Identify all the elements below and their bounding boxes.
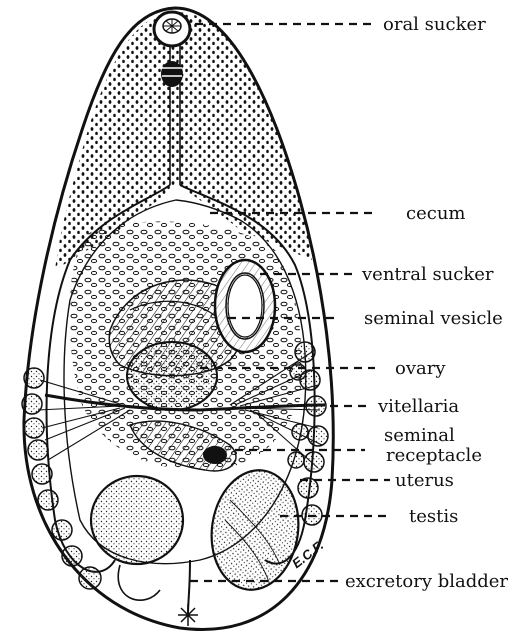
- label-testis: testis: [409, 506, 458, 527]
- label-vitellaria: vitellaria: [377, 396, 459, 417]
- label-uterus: uterus: [395, 470, 454, 491]
- label-cecum: cecum: [406, 203, 465, 224]
- pharynx: [161, 61, 183, 87]
- label-ovary: ovary: [395, 358, 446, 379]
- label-seminal-vesicle: seminal vesicle: [364, 308, 503, 329]
- label-excretory-bladder: excretory bladder: [345, 571, 508, 592]
- oral-sucker: [154, 12, 190, 46]
- label-seminal-receptacle-line1: seminal: [384, 425, 455, 446]
- testis-left: [91, 476, 183, 564]
- label-oral-sucker: oral sucker: [383, 14, 486, 35]
- testis-right: [204, 465, 306, 596]
- excretory-bladder: [118, 560, 198, 626]
- label-ventral-sucker: ventral sucker: [361, 264, 494, 285]
- label-seminal-receptacle-line2: receptacle: [386, 445, 482, 466]
- ovary: [127, 342, 217, 410]
